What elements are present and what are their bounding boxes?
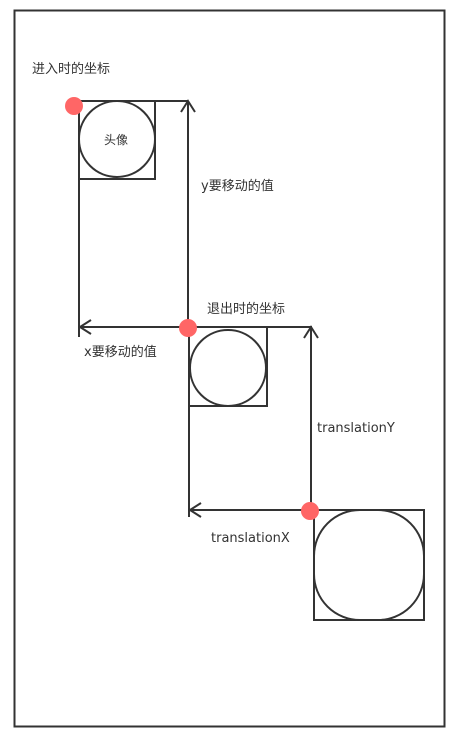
translation-x-label: translationX xyxy=(211,531,290,546)
exit-coord-label: 退出时的坐标 xyxy=(207,301,285,317)
avatar-label: 头像 xyxy=(104,133,128,147)
final-marker-dot xyxy=(301,502,319,520)
outer-frame xyxy=(13,9,446,728)
entry-coord-label: 进入时的坐标 xyxy=(32,61,110,77)
translation-x-arrowhead xyxy=(188,502,202,518)
final-avatar-box xyxy=(313,509,425,621)
x-move-label: x要移动的值 xyxy=(84,344,157,360)
y-move-label: y要移动的值 xyxy=(201,178,274,194)
entry-marker-dot xyxy=(65,97,83,115)
y-move-arrowhead xyxy=(180,99,196,113)
exit-avatar-circle xyxy=(189,329,267,407)
translation-y-arrowhead xyxy=(303,325,319,339)
exit-marker-dot xyxy=(179,319,197,337)
x-move-arrowhead xyxy=(78,319,92,335)
translation-y-label: translationY xyxy=(317,421,395,436)
final-avatar-circle xyxy=(313,509,425,621)
